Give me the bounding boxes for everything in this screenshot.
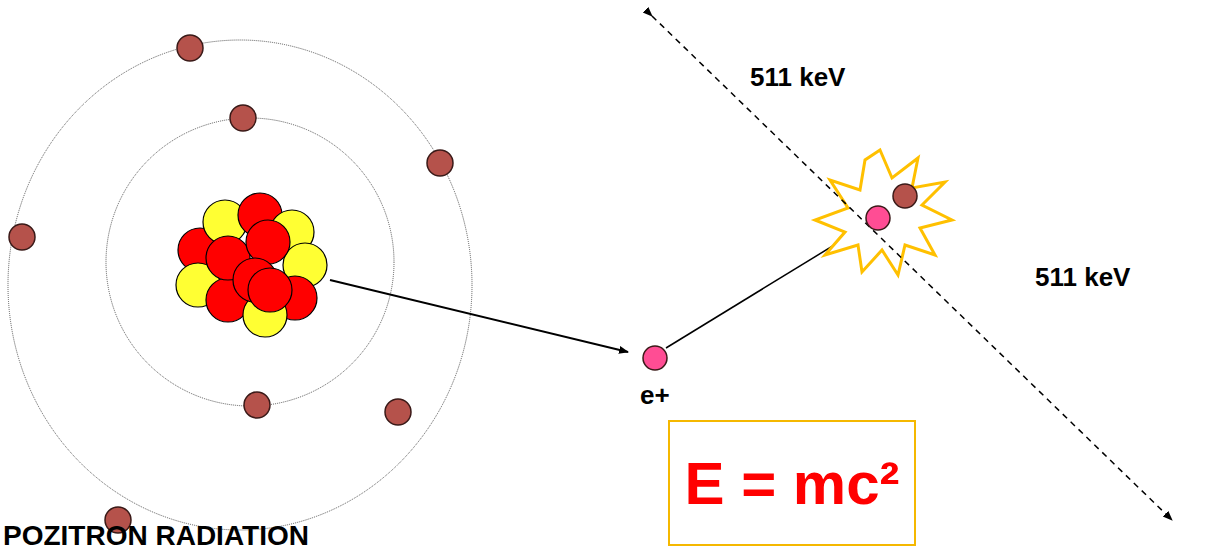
caption: POZITRON RADIATION <box>3 520 309 552</box>
nucleus <box>176 193 327 337</box>
equation-text: E = mc² <box>684 449 899 518</box>
annihilation-burst <box>815 150 952 275</box>
positron <box>866 206 890 230</box>
positron <box>643 346 667 370</box>
electron <box>893 184 917 208</box>
equation-box: E = mc² <box>668 420 916 546</box>
energy-label: 511 keV <box>1035 262 1130 293</box>
emission-arrow <box>330 280 628 352</box>
outer-orbit <box>8 40 472 530</box>
energy-label: 511 keV <box>750 62 845 93</box>
particle-label: e+ <box>640 380 670 411</box>
electrons <box>9 35 453 533</box>
inner-orbit <box>106 118 394 406</box>
